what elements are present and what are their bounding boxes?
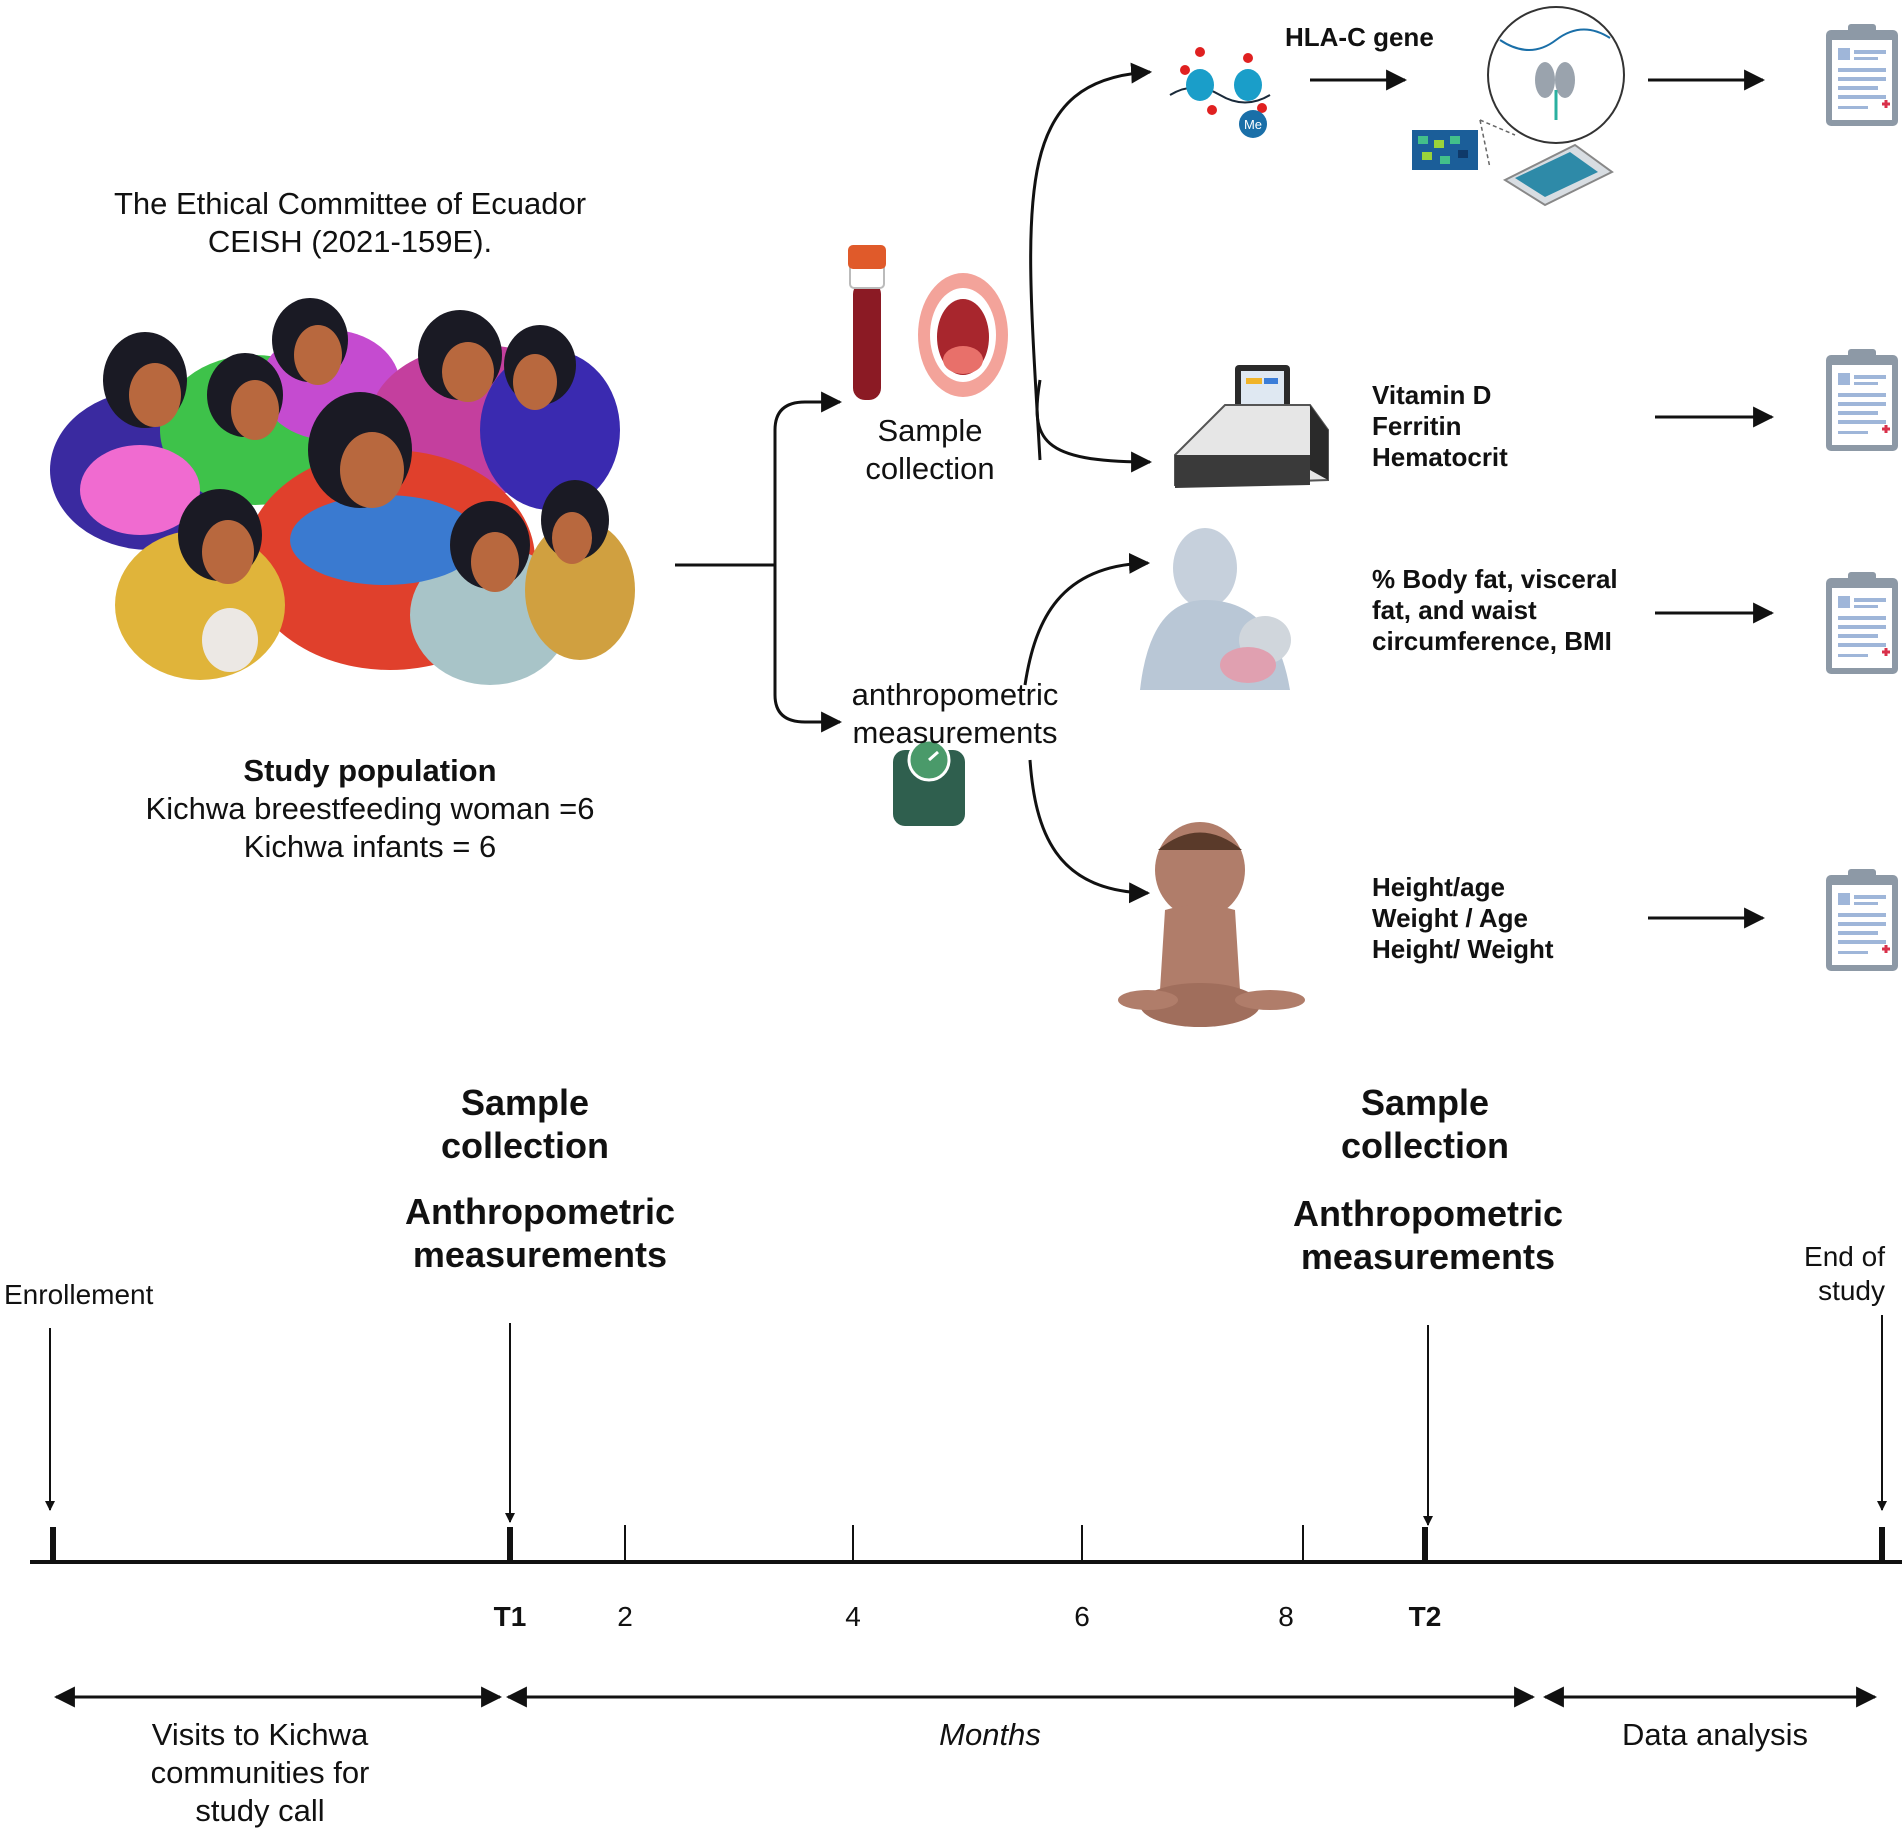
- scale-icon: [893, 738, 965, 826]
- t1-sample-collection: Sample collection: [440, 1082, 610, 1167]
- tick-label: T2: [1408, 1601, 1442, 1632]
- anthropometric-branch: anthropometric measurements: [851, 677, 1059, 750]
- population-infants: Kichwa infants = 6: [243, 828, 497, 864]
- breastfeeding-icon: [1140, 528, 1291, 690]
- end-of-study-label: End of study: [1804, 1241, 1885, 1307]
- infant-icon: [1118, 822, 1305, 1027]
- ethics-line-2: CEISH (2021-159E).: [207, 223, 493, 259]
- enrollment-label: Enrollement: [4, 1279, 154, 1310]
- blood-markers-label: Vitamin D Ferritin Hematocrit: [1372, 380, 1508, 473]
- clipboard-icon: [1824, 347, 1900, 453]
- analyzer-icon: [1174, 365, 1329, 488]
- branch-connectors: [675, 62, 1775, 929]
- phase-data-analysis: Data analysis: [1621, 1717, 1809, 1752]
- open-mouth-icon: [918, 273, 1008, 397]
- t2-anthropometric: Anthropometric measurements: [1293, 1193, 1563, 1278]
- tick-label: T1: [493, 1601, 527, 1632]
- clipboard-icon: [1824, 867, 1900, 973]
- blood-tube-icon: [848, 245, 886, 400]
- phase-visits: Visits to Kichwa communities for study c…: [150, 1717, 370, 1828]
- maternal-body-label: % Body fat, visceral fat, and waist circ…: [1372, 564, 1618, 657]
- population-title: Study population: [243, 753, 497, 788]
- phase-months: Months: [939, 1717, 1041, 1752]
- sample-collection-branch: Sample collection: [865, 413, 995, 486]
- ethics-line-1: The Ethical Committee of Ecuador: [113, 186, 587, 221]
- t2-sample-collection: Sample collection: [1340, 1082, 1510, 1167]
- ethics-committee: The Ethical Committee of Ecuador CEISH (…: [60, 185, 640, 261]
- tick-label: 4: [845, 1601, 861, 1632]
- study-population: Study population Kichwa breestfeeding wo…: [80, 752, 660, 865]
- tick-label: 6: [1074, 1601, 1090, 1632]
- infant-growth-label: Height/age Weight / Age Height/ Weight: [1372, 872, 1554, 965]
- women-group-illustration: [50, 298, 635, 685]
- timeline: [30, 1315, 1902, 1708]
- population-women: Kichwa breestfeeding woman =6: [145, 790, 595, 826]
- tick-label: 8: [1278, 1601, 1294, 1632]
- clipboard-icon: [1824, 22, 1900, 128]
- clipboard-icon: [1824, 570, 1900, 676]
- methylation-tag: Me: [1244, 117, 1262, 132]
- dna-methylation-icon: [1169, 47, 1271, 138]
- t1-anthropometric: Anthropometric measurements: [405, 1191, 675, 1276]
- tick-label: 2: [617, 1601, 633, 1632]
- sequencing-icon: [1412, 6, 1625, 207]
- hla-c-gene-label: HLA-C gene: [1285, 22, 1434, 52]
